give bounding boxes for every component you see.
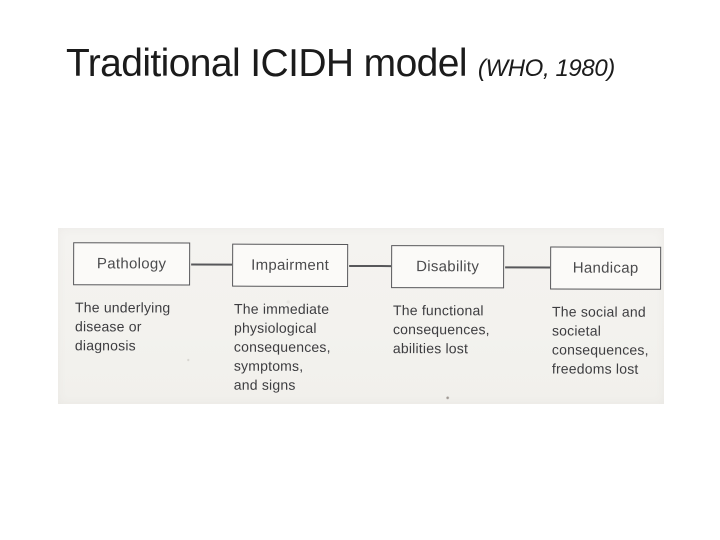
stage-box-disability: Disability — [391, 245, 505, 289]
slide-title: Traditional ICIDH model (WHO, 1980) — [66, 44, 615, 83]
stage-box-impairment: Impairment — [232, 243, 349, 287]
stage-label-pathology: Pathology — [96, 255, 167, 273]
scanned-diagram-image: Pathology The underlying disease or diag… — [58, 228, 664, 404]
stage-pathology: Pathology The underlying disease or diag… — [73, 242, 229, 355]
stage-label-impairment: Impairment — [251, 256, 330, 274]
stage-box-handicap: Handicap — [550, 246, 662, 290]
slide-title-text: Traditional ICIDH model — [66, 42, 468, 85]
connector-line-2 — [349, 264, 392, 268]
stage-label-disability: Disability — [416, 258, 480, 276]
stage-description-impairment: The immediate physiological consequences… — [233, 300, 331, 393]
connector-line-1 — [191, 263, 233, 266]
stage-disability: Disability The functional consequences, … — [391, 245, 547, 358]
stage-handicap: Handicap The social and societal consequ… — [550, 246, 706, 378]
stage-description-handicap: The social and societal consequences, fr… — [551, 303, 649, 377]
stage-description-pathology: The underlying disease or diagnosis — [74, 299, 171, 354]
slide-title-citation: (WHO, 1980) — [477, 55, 615, 82]
connector-line-3 — [505, 266, 551, 269]
icidh-flow-diagram: Pathology The underlying disease or diag… — [58, 227, 664, 405]
stage-description-disability: The functional consequences, abilities l… — [392, 302, 490, 357]
stage-box-pathology: Pathology — [73, 242, 191, 286]
stage-label-handicap: Handicap — [572, 259, 639, 277]
